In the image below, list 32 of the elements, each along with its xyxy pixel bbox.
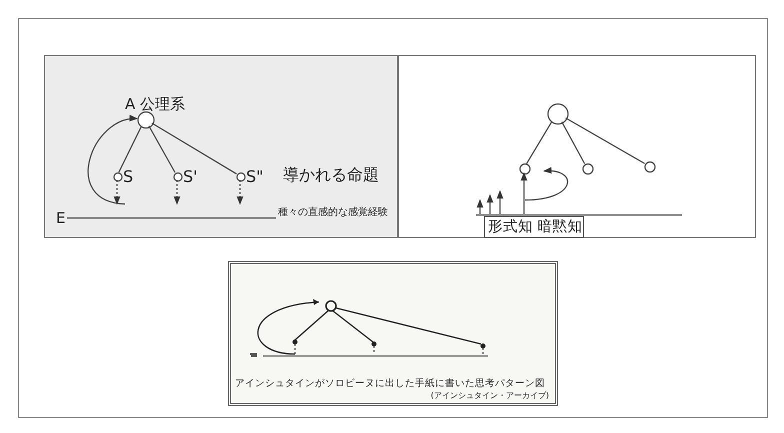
connector-line: [526, 121, 552, 164]
arrow: [88, 116, 138, 205]
connector-line: [118, 126, 142, 173]
arrow: [520, 172, 528, 214]
node-label: A 公理系: [125, 97, 186, 112]
node-label: E: [56, 211, 66, 226]
panel: [398, 55, 756, 238]
node-label: アインシュタインがソロビーヌに出した手紙に書いた思考パターン図: [235, 378, 545, 388]
connector-line: [561, 122, 586, 164]
figure-panel: [228, 261, 558, 406]
connector-line: [148, 126, 176, 173]
circle-node: [520, 164, 530, 174]
connector-line: [152, 122, 237, 174]
arrow: [496, 190, 504, 214]
circle-node: [645, 162, 655, 172]
connector-line: [565, 117, 645, 164]
label-box: 形式知 暗黙知: [484, 216, 584, 238]
arrow: [476, 199, 484, 214]
arrow: [114, 180, 120, 205]
node-label: 種々の直感的な感覚経験: [278, 208, 388, 218]
circle-node: [583, 164, 593, 174]
node-label: S": [246, 169, 264, 185]
baseline: [476, 213, 682, 217]
node-label: (アインシュタイン・アーカイブ): [430, 392, 549, 400]
proposition-label: 導かれる命題: [283, 167, 379, 183]
arrow: [236, 180, 244, 205]
node-label: S: [123, 169, 134, 185]
arrow: [174, 180, 180, 205]
node-label: S': [183, 169, 198, 185]
circle-node: [548, 104, 568, 124]
panel: [44, 55, 398, 238]
arrow: [486, 194, 494, 214]
